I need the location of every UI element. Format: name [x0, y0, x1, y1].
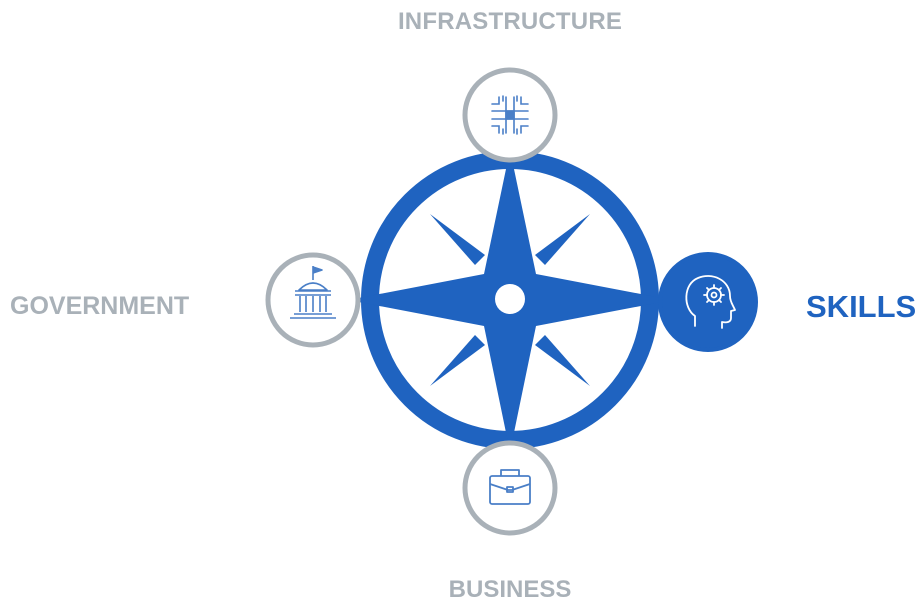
- compass-point-ne: [535, 214, 590, 265]
- compass-center-dot: [495, 284, 525, 314]
- compass-star: [348, 150, 672, 452]
- infrastructure-label: INFRASTRUCTURE: [397, 8, 623, 35]
- compass-diagonal-points: [430, 214, 590, 386]
- compass-point-sw: [430, 335, 485, 386]
- infrastructure-node: [462, 67, 558, 163]
- government-node: [265, 252, 361, 348]
- compass-point-nw: [430, 214, 485, 265]
- business-node-circle: [462, 440, 558, 536]
- skills-label: SKILLS: [806, 289, 917, 324]
- business-node: [462, 440, 558, 536]
- circuit-icon: [491, 95, 529, 135]
- skills-node: [658, 252, 758, 352]
- compass-point-se: [535, 335, 590, 386]
- business-label: BUSINESS: [448, 576, 572, 603]
- head-gear-icon: [685, 275, 736, 329]
- briefcase-icon: [489, 469, 531, 505]
- government-building-icon: [290, 266, 336, 319]
- government-label: GOVERNMENT: [10, 292, 190, 320]
